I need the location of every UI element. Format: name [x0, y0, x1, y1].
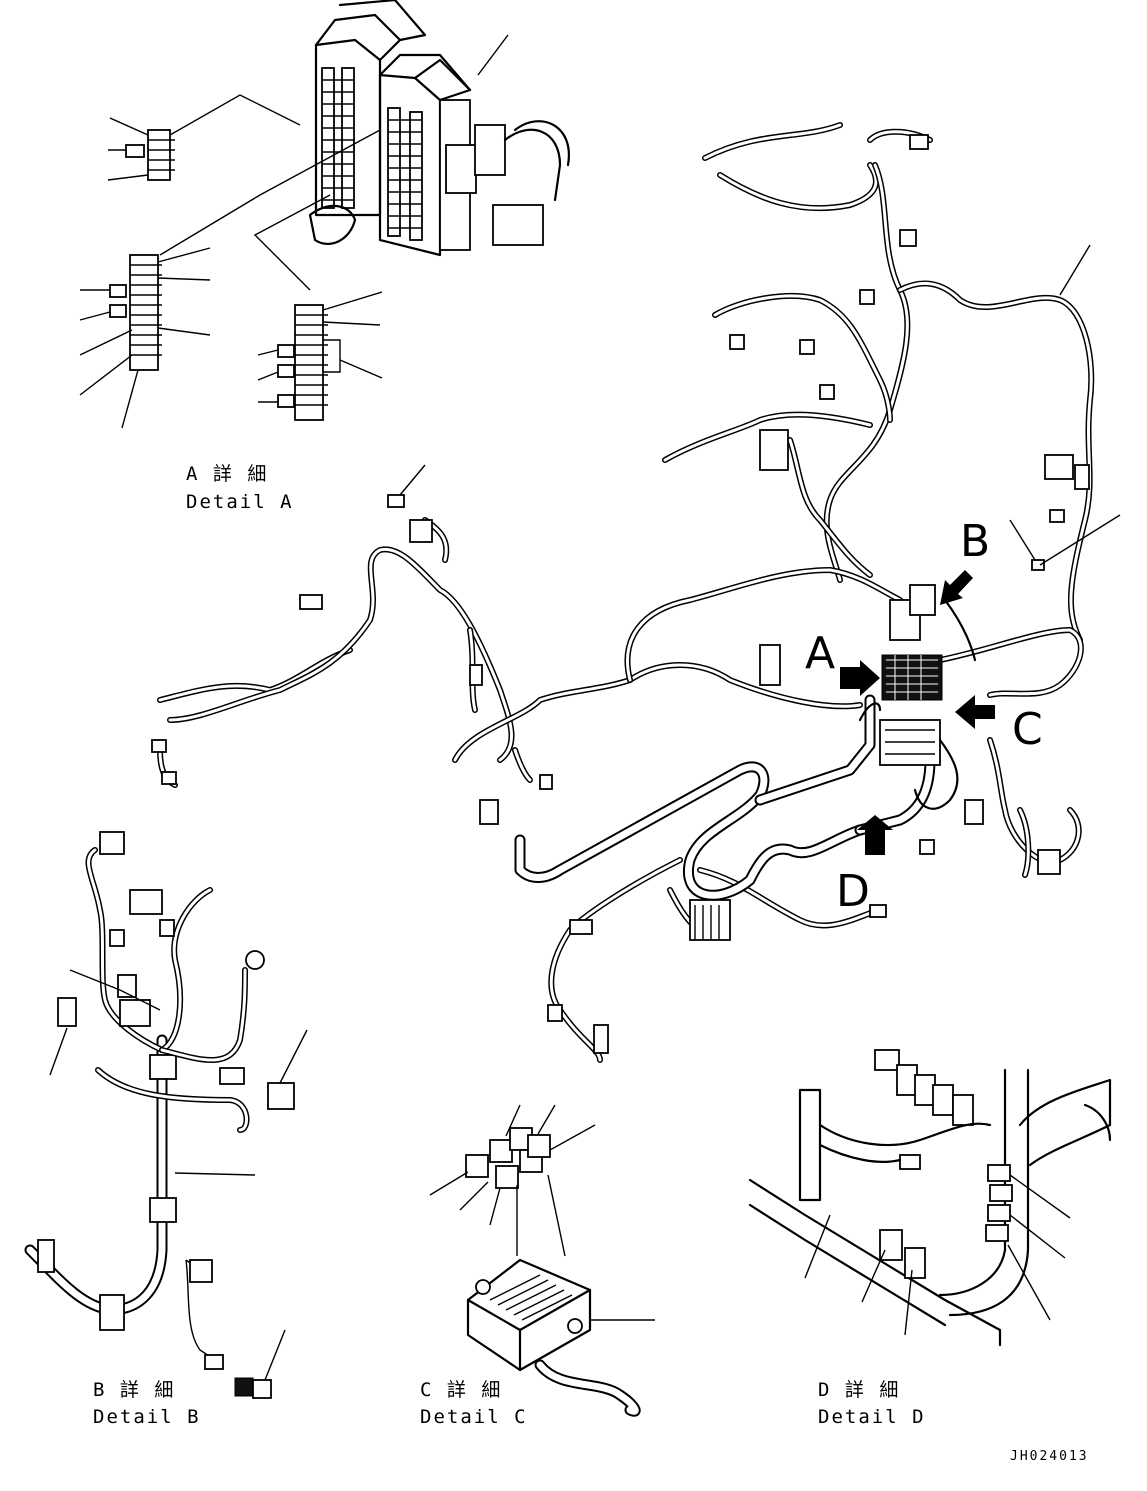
detail-a-fuse-block-3 — [257, 291, 383, 421]
view-arrow-d — [857, 815, 893, 855]
detail-d-drawing — [748, 1049, 1112, 1347]
detail-b-caption-jp: B 詳 細 — [93, 1379, 175, 1401]
detail-a-fuse-block-2 — [79, 247, 211, 429]
central-fuse-cluster — [858, 584, 977, 810]
detail-a-caption-en: Detail A — [186, 491, 294, 513]
detail-c-caption-en: Detail C — [420, 1406, 528, 1428]
view-arrow-c — [955, 695, 995, 729]
view-arrow-b — [940, 570, 973, 605]
detail-c-fuse-box — [466, 1258, 592, 1372]
detail-a-caption-jp: A 詳 細 — [186, 463, 268, 485]
detail-d-caption-jp: D 詳 細 — [818, 1379, 900, 1401]
detail-d-wraps — [879, 1164, 1013, 1279]
detail-a-fuse-slots-right — [387, 107, 423, 241]
detail-c-caption-jp: C 詳 細 — [420, 1379, 502, 1401]
detail-d-caption-en: Detail D — [818, 1406, 926, 1428]
detail-c-relays — [465, 1127, 551, 1189]
view-letter-c: C — [1012, 704, 1043, 755]
view-letter-d: D — [836, 866, 870, 917]
detail-b-caption-en: Detail B — [93, 1406, 201, 1428]
detail-b-drawing — [24, 831, 308, 1399]
detail-a-fuse-block-1 — [107, 117, 175, 181]
view-letter-a: A — [805, 628, 835, 679]
drawing-number: JH024013 — [1010, 1449, 1089, 1464]
detail-a-fuse-slots-left — [321, 67, 355, 209]
detail-a-fuse-box — [159, 0, 571, 291]
view-letter-b: B — [960, 516, 990, 567]
detail-c-drawing — [429, 1104, 655, 1417]
view-arrow-a — [840, 660, 880, 696]
main-harness — [151, 122, 1121, 1063]
harness-connectors — [151, 134, 1090, 1054]
detail-d-relays — [874, 1049, 974, 1170]
